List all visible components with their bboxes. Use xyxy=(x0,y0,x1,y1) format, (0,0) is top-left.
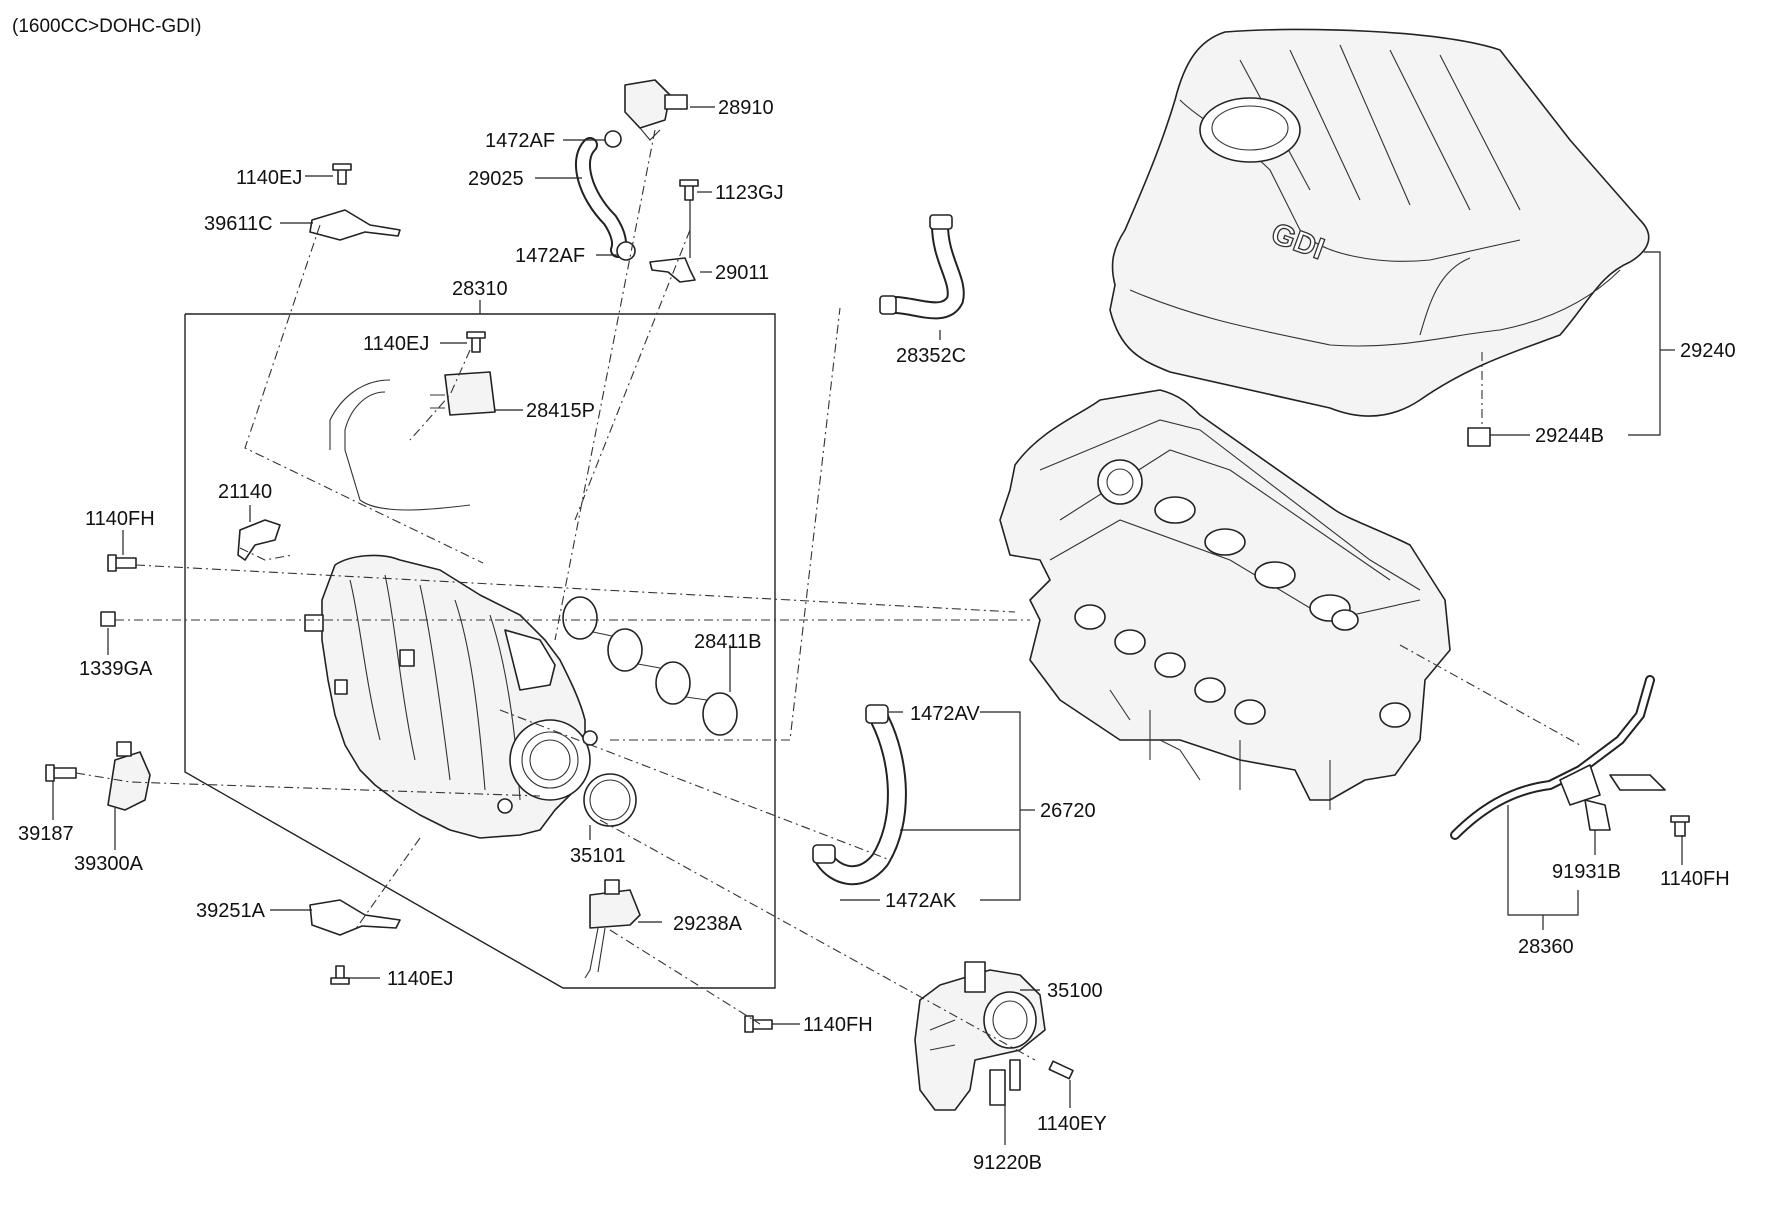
label-28910: 28910 xyxy=(718,97,774,119)
intake-manifold-group-frame xyxy=(184,300,776,989)
assembly-lines xyxy=(75,129,1581,1061)
label-29011: 29011 xyxy=(715,262,769,284)
throttle-gasket xyxy=(583,773,637,827)
label-1140EJ-low: 1140EJ xyxy=(387,968,453,990)
label-1140EJ-mid: 1140EJ xyxy=(363,333,429,355)
label-91220B: 91220B xyxy=(973,1152,1042,1174)
label-91931B: 91931B xyxy=(1552,861,1621,883)
label-1140FH-low: 1140FH xyxy=(803,1014,873,1036)
bolt-icon-1140FH-low xyxy=(744,1015,773,1033)
label-29240: 29240 xyxy=(1680,340,1736,362)
sensor-bracket-91220B xyxy=(989,1069,1006,1106)
label-21140: 21140 xyxy=(218,481,272,503)
hoses xyxy=(329,130,965,886)
label-35101: 35101 xyxy=(570,845,626,867)
grommet-29244B xyxy=(1467,427,1491,447)
cylinder-head xyxy=(999,389,1451,810)
bolt-icon-1140EJ-low xyxy=(330,965,350,985)
label-28415P: 28415P xyxy=(526,400,595,422)
label-1140FH-right: 1140FH xyxy=(1660,868,1730,890)
bolt-icon-1140EJ-top xyxy=(332,163,352,185)
label-1140EY: 1140EY xyxy=(1037,1113,1107,1135)
label-28411B: 28411B xyxy=(694,631,761,653)
label-29025: 29025 xyxy=(468,168,524,190)
label-1140EJ-top: 1140EJ xyxy=(236,167,302,189)
bolt-icon-39187 xyxy=(45,764,77,782)
fitting-21140 xyxy=(237,519,281,561)
intake-manifold xyxy=(304,554,598,839)
label-39300A: 39300A xyxy=(74,853,144,875)
purge-valve-28910 xyxy=(624,79,688,141)
bolt-icon-1140EY xyxy=(1048,1060,1074,1080)
label-39187: 39187 xyxy=(18,823,74,845)
label-1472AF-upper: 1472AF xyxy=(485,130,555,152)
label-28310: 28310 xyxy=(452,278,508,300)
cooling-pipe-28360 xyxy=(1450,675,1666,840)
label-1140FH-left: 1140FH xyxy=(85,508,155,530)
valve-28415P xyxy=(430,371,496,416)
diagram-title: (1600CC>DOHC-GDI) xyxy=(12,16,202,37)
label-39251A: 39251A xyxy=(196,900,266,922)
bolt-icon-1140EJ-mid xyxy=(466,331,486,353)
label-26720: 26720 xyxy=(1040,800,1096,822)
label-1472AF-lower: 1472AF xyxy=(515,245,585,267)
leader-lines xyxy=(52,106,1683,1145)
label-28352C: 28352C xyxy=(896,345,966,367)
bracket-39611C xyxy=(309,209,401,241)
label-39611C: 39611C xyxy=(204,213,273,235)
part-labels: 28910 1472AF 29025 1123GJ 1472AF 29011 1… xyxy=(18,97,1736,1174)
label-1123GJ: 1123GJ xyxy=(715,182,784,204)
bolt-icon-1140FH-left xyxy=(107,554,137,572)
actuator-29238A xyxy=(584,879,641,979)
label-28360: 28360 xyxy=(1518,936,1574,958)
label-1339GA: 1339GA xyxy=(79,658,153,680)
engine-cover: GDI xyxy=(1109,28,1650,417)
bolt-icon-1123GJ xyxy=(679,179,699,201)
label-29244B: 29244B xyxy=(1535,425,1604,447)
label-35100: 35100 xyxy=(1047,980,1103,1002)
label-29238A: 29238A xyxy=(673,913,743,935)
bracket-39251A xyxy=(309,899,401,936)
bracket-29011 xyxy=(649,200,696,283)
label-1472AK: 1472AK xyxy=(885,890,957,912)
manifold-gasket xyxy=(562,596,738,736)
sensor-39300A xyxy=(107,741,151,811)
bolt-icon-1140FH-right xyxy=(1670,815,1690,837)
label-1472AV: 1472AV xyxy=(910,703,980,725)
nut-icon-1339GA xyxy=(100,611,116,627)
throttle-body xyxy=(914,961,1046,1111)
